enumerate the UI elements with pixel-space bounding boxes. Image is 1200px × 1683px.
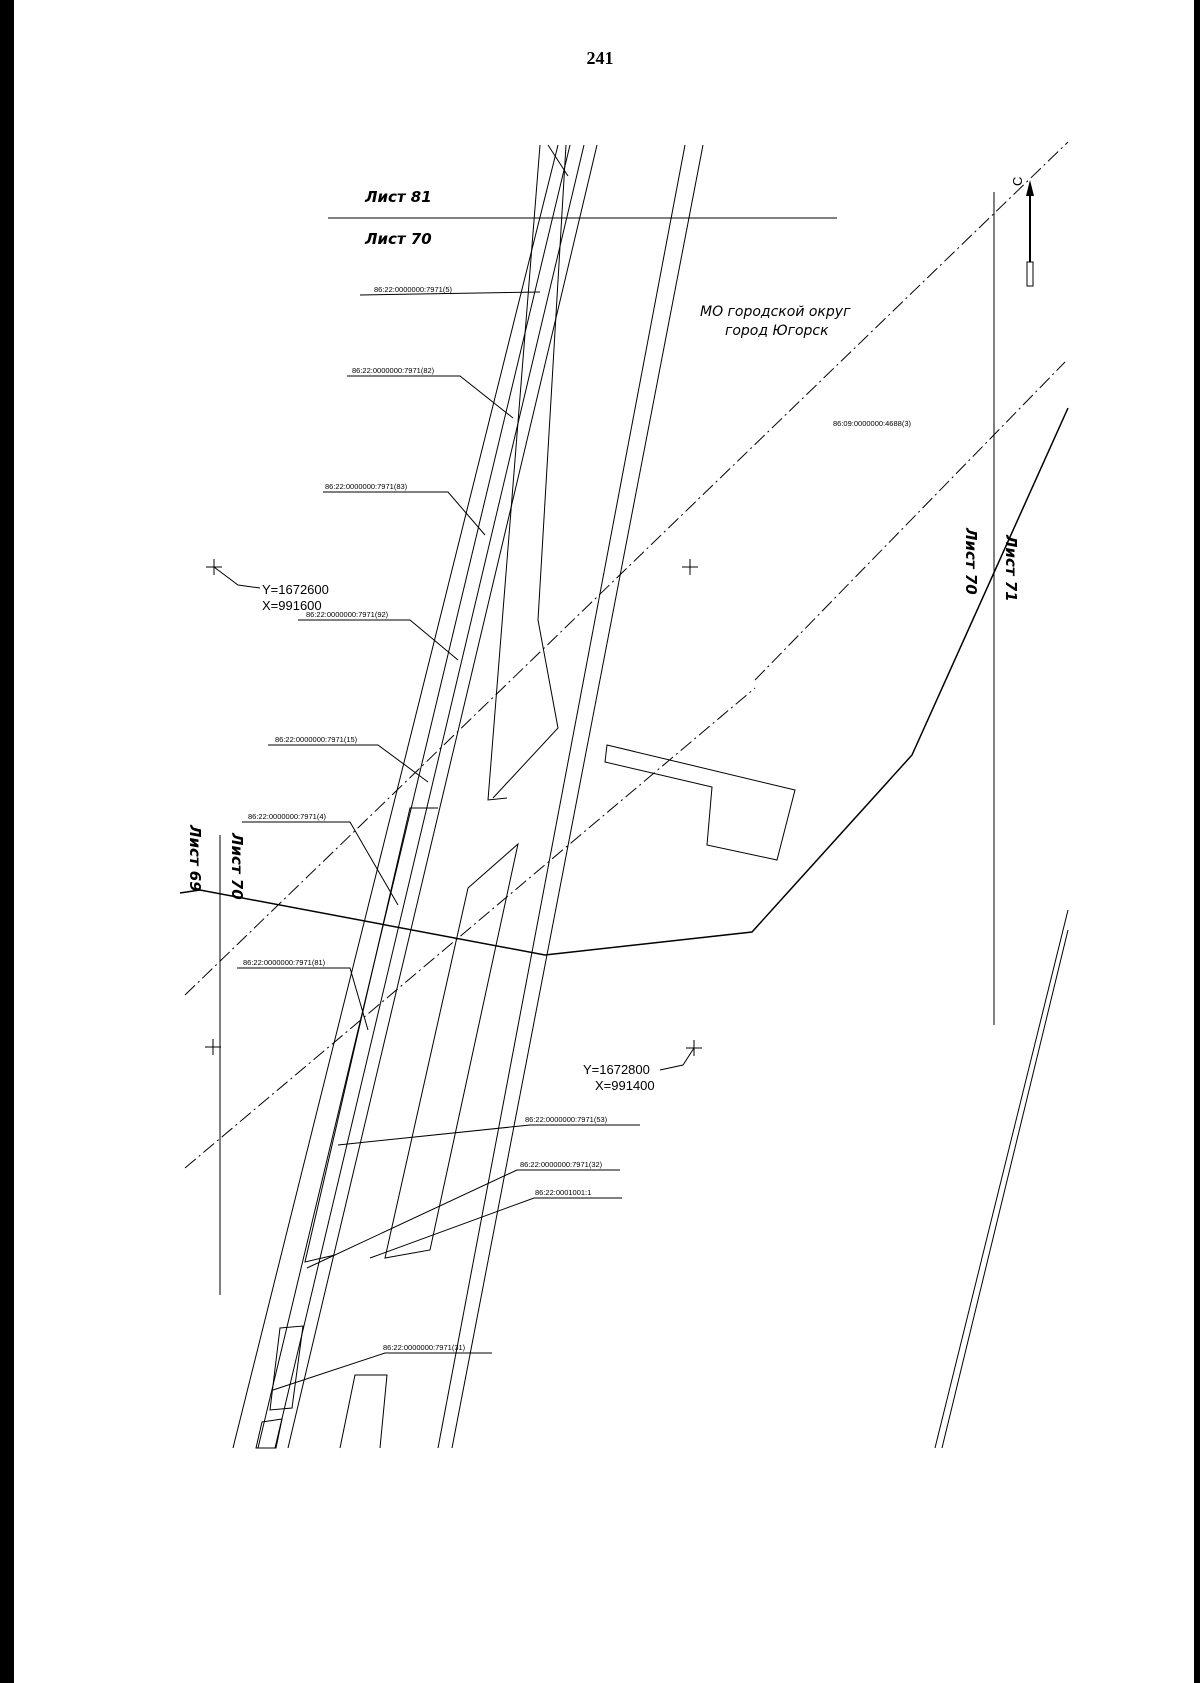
- coordinate-label: X=991600: [262, 598, 322, 613]
- coordinate-leader: [213, 566, 261, 589]
- parcel-outline: [384, 842, 519, 1259]
- parcel-callout: 86:22:0000000:7971(31): [272, 1343, 492, 1391]
- page-number: 241: [586, 48, 614, 68]
- municipal-boundary: [179, 407, 1069, 956]
- parcel-label: 86:22:0000000:7971(81): [243, 958, 326, 967]
- scan-edge-right: [1194, 0, 1200, 1683]
- sheet-label-71: Лист 71: [1002, 534, 1020, 602]
- parcel-callout: 86:22:0000000:7971(32): [306, 1160, 620, 1269]
- sheet-label-70-right: Лист 70: [962, 527, 980, 595]
- sheet-label-69: Лист 69: [186, 824, 204, 892]
- sheet-label-70-left: Лист 70: [228, 832, 246, 900]
- parcel-callout: 86:22:0000000:7971(5): [359, 285, 541, 296]
- coordinate-leader: [659, 1047, 695, 1071]
- road-line: [451, 144, 704, 1449]
- parcel-callout: 86:22:0000000:7971(4): [242, 812, 399, 906]
- parcel-label: 86:22:0000000:7971(31): [383, 1343, 466, 1352]
- region-label-line1: МО городской округ: [700, 304, 851, 320]
- parcel-outline: [487, 144, 541, 801]
- road-line: [257, 144, 571, 1449]
- dashdot-line-1: [184, 141, 1069, 996]
- parcel-label: 86:22:0000000:7971(53): [525, 1115, 608, 1124]
- sheet-label-70-top: Лист 70: [364, 230, 432, 248]
- road-line: [287, 144, 598, 1449]
- grid-cross-icon: [682, 559, 698, 575]
- parcel-label: 86:22:0001001:1: [535, 1188, 591, 1197]
- parcel-callout: 86:22:0000000:7971(15): [268, 735, 429, 783]
- parcel-label: 86:22:0000000:7971(92): [306, 610, 389, 619]
- road-line: [232, 144, 559, 1449]
- parcel-outline: [269, 1325, 304, 1411]
- parcel-callout: 86:22:0001001:1: [369, 1188, 622, 1259]
- parcel-label: 86:22:0000000:7971(5): [374, 285, 452, 294]
- parcel-label: 86:22:0000000:7971(82): [352, 366, 435, 375]
- coordinate-label: X=991400: [595, 1078, 655, 1093]
- parcel-outline: [255, 1418, 283, 1449]
- coordinate-label: Y=1672600: [262, 582, 329, 597]
- coordinate-label: Y=1672800: [583, 1062, 650, 1077]
- dashdot-line-3: [754, 361, 1066, 681]
- parcel-outline: [492, 144, 567, 799]
- building-outline: [604, 744, 796, 861]
- parcel-outline: [339, 1374, 388, 1449]
- parcel-outline: [304, 807, 438, 1263]
- dashdot-line-2: [184, 687, 756, 1169]
- north-arrow-label: С: [1010, 177, 1025, 186]
- parcel-callout: 86:09:0000000:4688(3): [833, 419, 911, 428]
- road-line-right: [941, 929, 1069, 1449]
- parcel-label: 86:22:0000000:7971(15): [275, 735, 358, 744]
- scan-edge-left: [0, 0, 14, 1683]
- north-arrow-icon: С: [1010, 177, 1034, 287]
- road-line: [274, 144, 585, 1449]
- parcel-callout: 86:22:0000000:7971(92): [298, 610, 459, 661]
- parcel-label: 86:22:0000000:7971(4): [248, 812, 326, 821]
- parcel-callout: 86:22:0000000:7971(83): [323, 482, 486, 536]
- parcel-callout: 86:22:0000000:7971(81): [237, 958, 369, 1031]
- parcel-callout: 86:22:0000000:7971(53): [337, 1115, 640, 1146]
- parcel-label: 86:09:0000000:4688(3): [833, 419, 911, 428]
- parcel-callout: 86:22:0000000:7971(82): [347, 366, 514, 419]
- sheet-label-81: Лист 81: [364, 188, 432, 206]
- grid-cross-icon: [205, 1039, 221, 1055]
- road-line: [437, 144, 686, 1449]
- parcel-label: 86:22:0000000:7971(32): [520, 1160, 603, 1169]
- road-line-right: [934, 909, 1069, 1449]
- region-label-line2: город Югорск: [725, 323, 829, 339]
- parcel-label: 86:22:0000000:7971(83): [325, 482, 408, 491]
